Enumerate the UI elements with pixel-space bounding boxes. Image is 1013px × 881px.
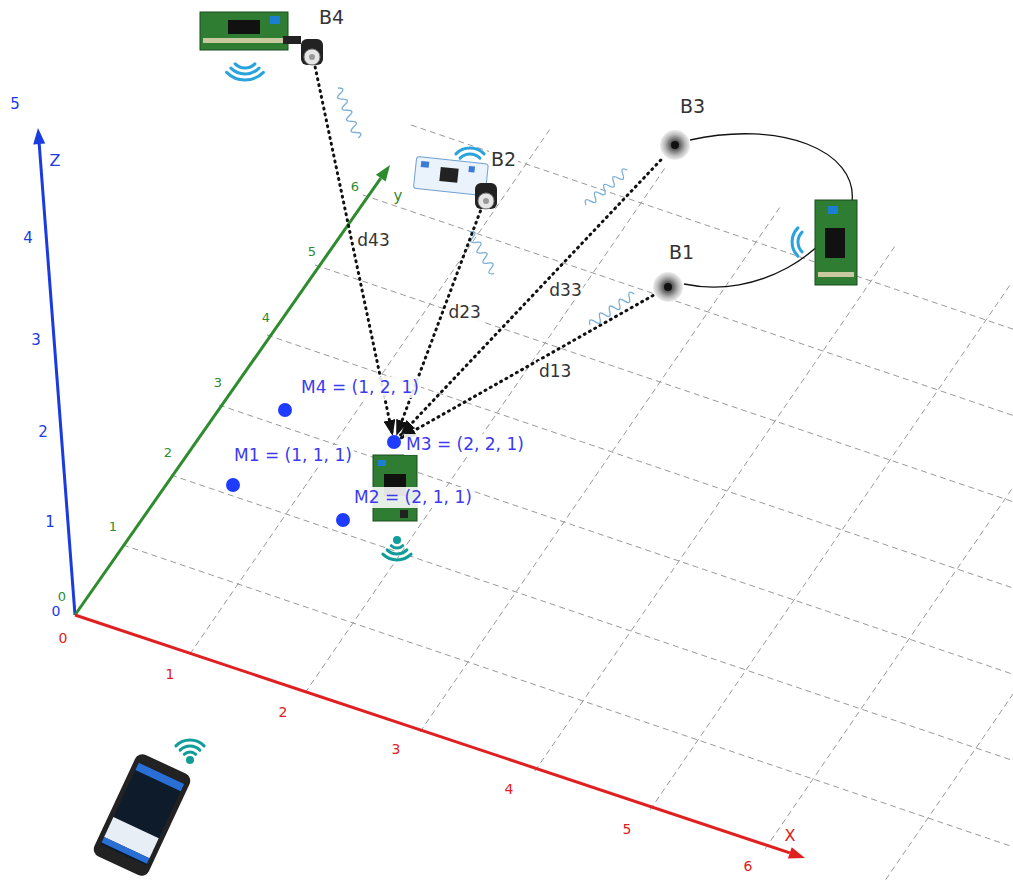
- distance-line: [401, 160, 661, 435]
- distance-line: [397, 211, 481, 435]
- axis-tick-label: 4: [23, 229, 33, 247]
- axis-tick-label: 6: [744, 858, 753, 875]
- axis-tick-label: 4: [505, 781, 514, 798]
- speaker-icon: [653, 272, 683, 302]
- beacon-label: B3: [678, 96, 707, 117]
- beacon-node: B4: [297, 37, 327, 67]
- x-axis: [75, 615, 805, 859]
- floor-grid: [123, 125, 1013, 881]
- wifi-icons: [227, 64, 803, 256]
- axis-tick-label: y: [394, 187, 403, 205]
- beacon-node: B3: [660, 130, 690, 160]
- distance-label: d13: [538, 361, 572, 381]
- beacon-label: B4: [317, 7, 346, 28]
- distance-label: d43: [356, 230, 390, 250]
- axis-tick-label: 4: [262, 310, 270, 326]
- signal-waves: [334, 87, 636, 329]
- ultrasonic-transmitter: [471, 181, 501, 211]
- axis-tick-label: 5: [623, 821, 632, 838]
- axis-tick-label: 2: [38, 423, 48, 441]
- position-point: M1 = (1, 1, 1): [226, 478, 240, 492]
- beacon-node: B1: [653, 272, 683, 302]
- axis-tick-label: 3: [392, 741, 401, 758]
- distance-line: [401, 295, 653, 438]
- speaker-icon: [660, 130, 690, 160]
- board-top-left: [200, 12, 301, 50]
- axis-tick-label: X: [785, 826, 796, 845]
- position-point: M4 = (1, 2, 1): [278, 403, 292, 417]
- point-label: M2 = (2, 1, 1): [352, 487, 474, 508]
- wifi-icons-teal: [176, 536, 411, 764]
- distance-label: d33: [548, 280, 582, 300]
- board-right: [815, 200, 857, 285]
- axis-tick-label: 3: [214, 375, 222, 391]
- smartphone: [91, 752, 193, 879]
- point-label: M4 = (1, 2, 1): [299, 377, 421, 398]
- axis-tick-label: 0: [58, 589, 66, 605]
- beacon-label: B1: [667, 242, 696, 263]
- axis-tick-label: 5: [10, 95, 20, 113]
- position-point: M3 = (2, 2, 1): [387, 435, 401, 449]
- distance-label: d23: [447, 302, 481, 322]
- point-label: M3 = (2, 2, 1): [404, 434, 526, 455]
- axis-tick-label: 2: [279, 704, 288, 721]
- point-label: M1 = (1, 1, 1): [232, 445, 354, 466]
- axis-tick-label: 3: [31, 331, 41, 349]
- position-point: M2 = (2, 1, 1): [336, 513, 350, 527]
- axis-tick-label: Z: [50, 151, 61, 170]
- axis-tick-label: 1: [166, 666, 175, 683]
- axis-tick-label: 1: [45, 513, 55, 531]
- axis-tick-label: 6: [351, 179, 359, 195]
- axis-tick-label: 0: [59, 630, 68, 647]
- axis-tick-label: 1: [109, 519, 117, 535]
- ultrasonic-transmitter: [297, 37, 327, 67]
- beacon-node: B2: [471, 181, 501, 211]
- axis-tick-label: 0: [52, 603, 61, 620]
- axis-tick-label: 2: [164, 445, 172, 461]
- z-axis: [33, 128, 75, 615]
- beacon-label: B2: [489, 149, 518, 170]
- axis-tick-label: 5: [308, 244, 316, 260]
